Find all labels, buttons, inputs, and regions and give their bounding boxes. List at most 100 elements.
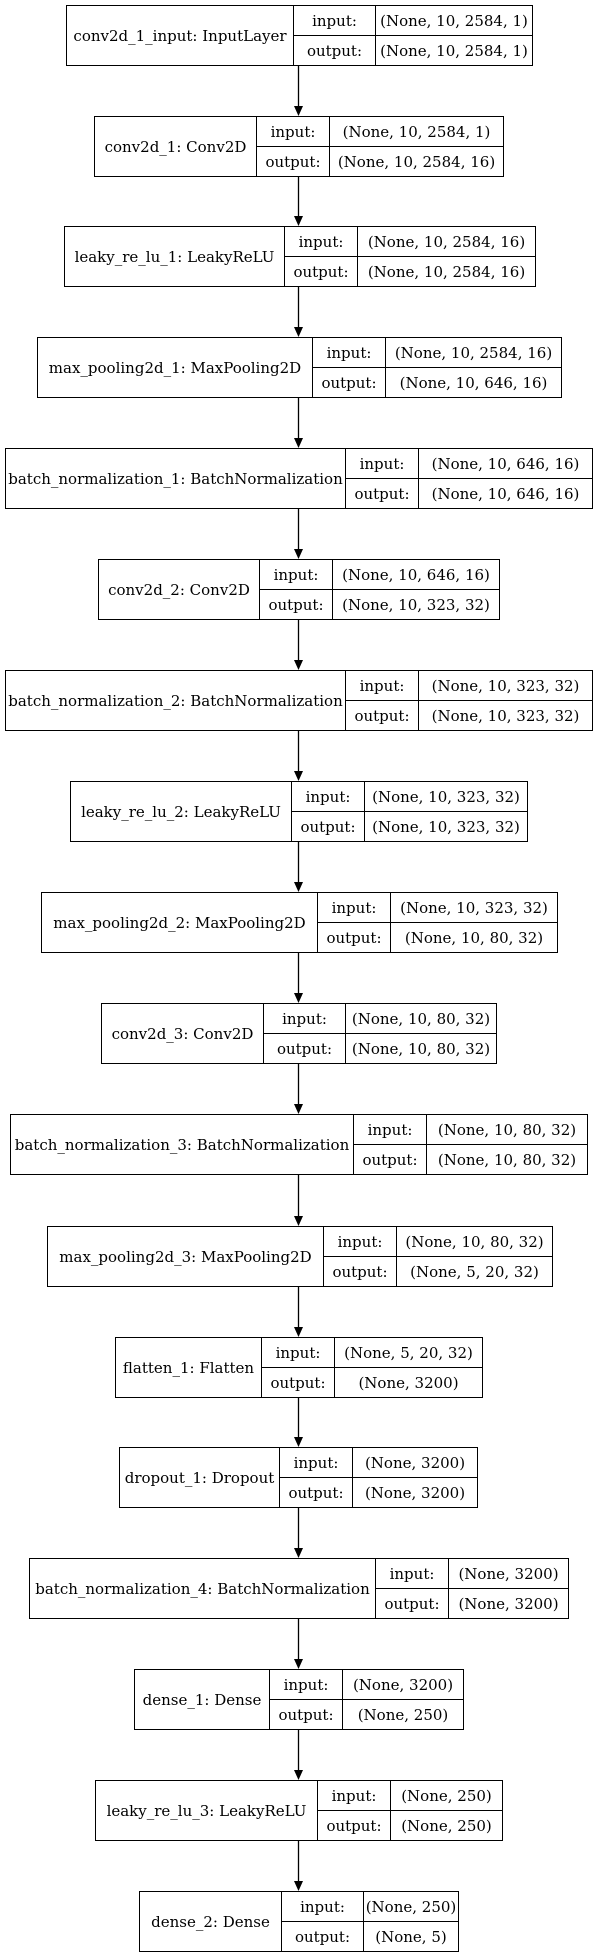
output-label: output: xyxy=(270,1699,343,1729)
io-labels: input:output: xyxy=(270,1670,343,1729)
input-shape: (None, 10, 80, 32) xyxy=(437,1120,577,1139)
input-shape: (None, 10, 323, 32) xyxy=(372,787,520,806)
edge-arrowhead xyxy=(294,1104,303,1114)
output-shape: (None, 5) xyxy=(364,1921,458,1951)
output-label: output: xyxy=(282,1921,364,1951)
io-labels: input:output: xyxy=(324,1227,397,1286)
input-shape: (None, 10, 646, 16) xyxy=(342,565,490,584)
input-label: input: xyxy=(294,6,376,35)
output-label: output: xyxy=(292,811,365,841)
edge-arrowhead xyxy=(294,549,303,559)
output-label: output: xyxy=(346,478,419,508)
output-label: output: xyxy=(324,1256,397,1286)
io-shapes: (None, 10, 80, 32)(None, 10, 80, 32) xyxy=(346,1004,496,1063)
layer-node: batch_normalization_4: BatchNormalizatio… xyxy=(29,1558,569,1619)
output-label: output: xyxy=(354,1144,427,1174)
layer-name: leaky_re_lu_2: LeakyReLU xyxy=(71,782,292,841)
layer-node: batch_normalization_3: BatchNormalizatio… xyxy=(10,1114,588,1175)
io-shapes: (None, 10, 323, 32)(None, 10, 80, 32) xyxy=(391,893,557,952)
layer-name: dense_1: Dense xyxy=(135,1670,270,1729)
layer-name: leaky_re_lu_3: LeakyReLU xyxy=(96,1781,318,1840)
input-label: input: xyxy=(354,1115,427,1144)
input-label: input: xyxy=(264,1004,346,1033)
input-label: input: xyxy=(324,1227,397,1256)
input-shape: (None, 5, 20, 32) xyxy=(344,1343,473,1362)
layer-name: conv2d_1_input: InputLayer xyxy=(67,6,294,65)
output-shape: (None, 3200) xyxy=(353,1477,477,1507)
edge-arrowhead xyxy=(294,216,303,226)
io-shapes: (None, 10, 80, 32)(None, 5, 20, 32) xyxy=(397,1227,552,1286)
io-labels: input:output: xyxy=(262,1338,335,1397)
io-shapes: (None, 10, 2584, 16)(None, 10, 646, 16) xyxy=(386,338,561,397)
output-label: output: xyxy=(318,1810,391,1840)
io-shapes: (None, 3200)(None, 250) xyxy=(343,1670,463,1729)
output-label: output: xyxy=(264,1033,346,1063)
input-label: input: xyxy=(376,1559,449,1588)
output-shape: (None, 10, 2584, 1) xyxy=(376,35,532,65)
layer-name: conv2d_2: Conv2D xyxy=(99,560,260,619)
edge-arrowhead xyxy=(294,106,303,116)
io-shapes: (None, 3200) (None, 3200) xyxy=(353,1448,477,1507)
output-shape: (None, 10, 323, 32) xyxy=(419,700,592,730)
io-labels: input:output: xyxy=(285,227,358,286)
output-label: output: xyxy=(318,922,391,952)
output-label: output: xyxy=(313,367,386,397)
input-label: input: xyxy=(285,227,358,256)
edge-arrowhead xyxy=(294,1659,303,1669)
output-shape: (None, 10, 323, 32) xyxy=(365,811,527,841)
output-shape: (None, 10, 80, 32) xyxy=(391,922,557,952)
input-label: input: xyxy=(280,1448,353,1477)
input-shape: (None, 10, 2584, 1) xyxy=(380,11,528,30)
input-shape: (None, 3200) xyxy=(364,1453,466,1472)
input-shape: (None, 250) xyxy=(365,1897,457,1916)
input-shape: (None, 3200) xyxy=(458,1564,559,1583)
io-shapes: (None, 250)(None, 250) xyxy=(391,1781,502,1840)
io-shapes: (None, 10, 646, 16)(None, 10, 646, 16) xyxy=(419,449,592,508)
edge-arrowhead xyxy=(294,1437,303,1447)
edge-arrowhead xyxy=(294,882,303,892)
io-shapes: (None, 10, 323, 32)(None, 10, 323, 32) xyxy=(419,671,592,730)
input-label: input: xyxy=(313,338,386,367)
layer-name: dropout_1: Dropout xyxy=(120,1448,280,1507)
edge-arrowhead xyxy=(294,1770,303,1780)
io-labels: input:output: xyxy=(313,338,386,397)
output-label: output: xyxy=(257,146,330,176)
input-shape: (None, 250) xyxy=(401,1786,492,1805)
layer-name: batch_normalization_1: BatchNormalizatio… xyxy=(6,449,346,508)
edge-arrowhead xyxy=(294,660,303,670)
input-label: input: xyxy=(270,1670,343,1699)
layer-name: conv2d_1: Conv2D xyxy=(95,117,257,176)
io-labels: input:output: xyxy=(257,117,330,176)
io-labels: input:output: xyxy=(282,1892,364,1951)
layer-name: max_pooling2d_1: MaxPooling2D xyxy=(38,338,313,397)
io-shapes: (None, 10, 2584, 1)(None, 10, 2584, 16) xyxy=(330,117,503,176)
edge-arrowhead xyxy=(294,993,303,1003)
io-labels: input:output: xyxy=(376,1559,449,1618)
output-label: output: xyxy=(346,700,419,730)
io-labels: input:output: xyxy=(318,893,391,952)
output-shape: (None, 10, 646, 16) xyxy=(386,367,561,397)
output-shape: (None, 10, 2584, 16) xyxy=(330,146,503,176)
layer-name: flatten_1: Flatten xyxy=(116,1338,262,1397)
input-label: input: xyxy=(292,782,365,811)
io-shapes: (None, 3200)(None, 3200) xyxy=(449,1559,568,1618)
layer-name: batch_normalization_4: BatchNormalizatio… xyxy=(30,1559,376,1618)
input-label: input: xyxy=(346,671,419,700)
input-shape: (None, 10, 2584, 16) xyxy=(367,232,526,251)
output-shape: (None, 10, 2584, 16) xyxy=(358,256,535,286)
input-label: input: xyxy=(260,560,333,589)
